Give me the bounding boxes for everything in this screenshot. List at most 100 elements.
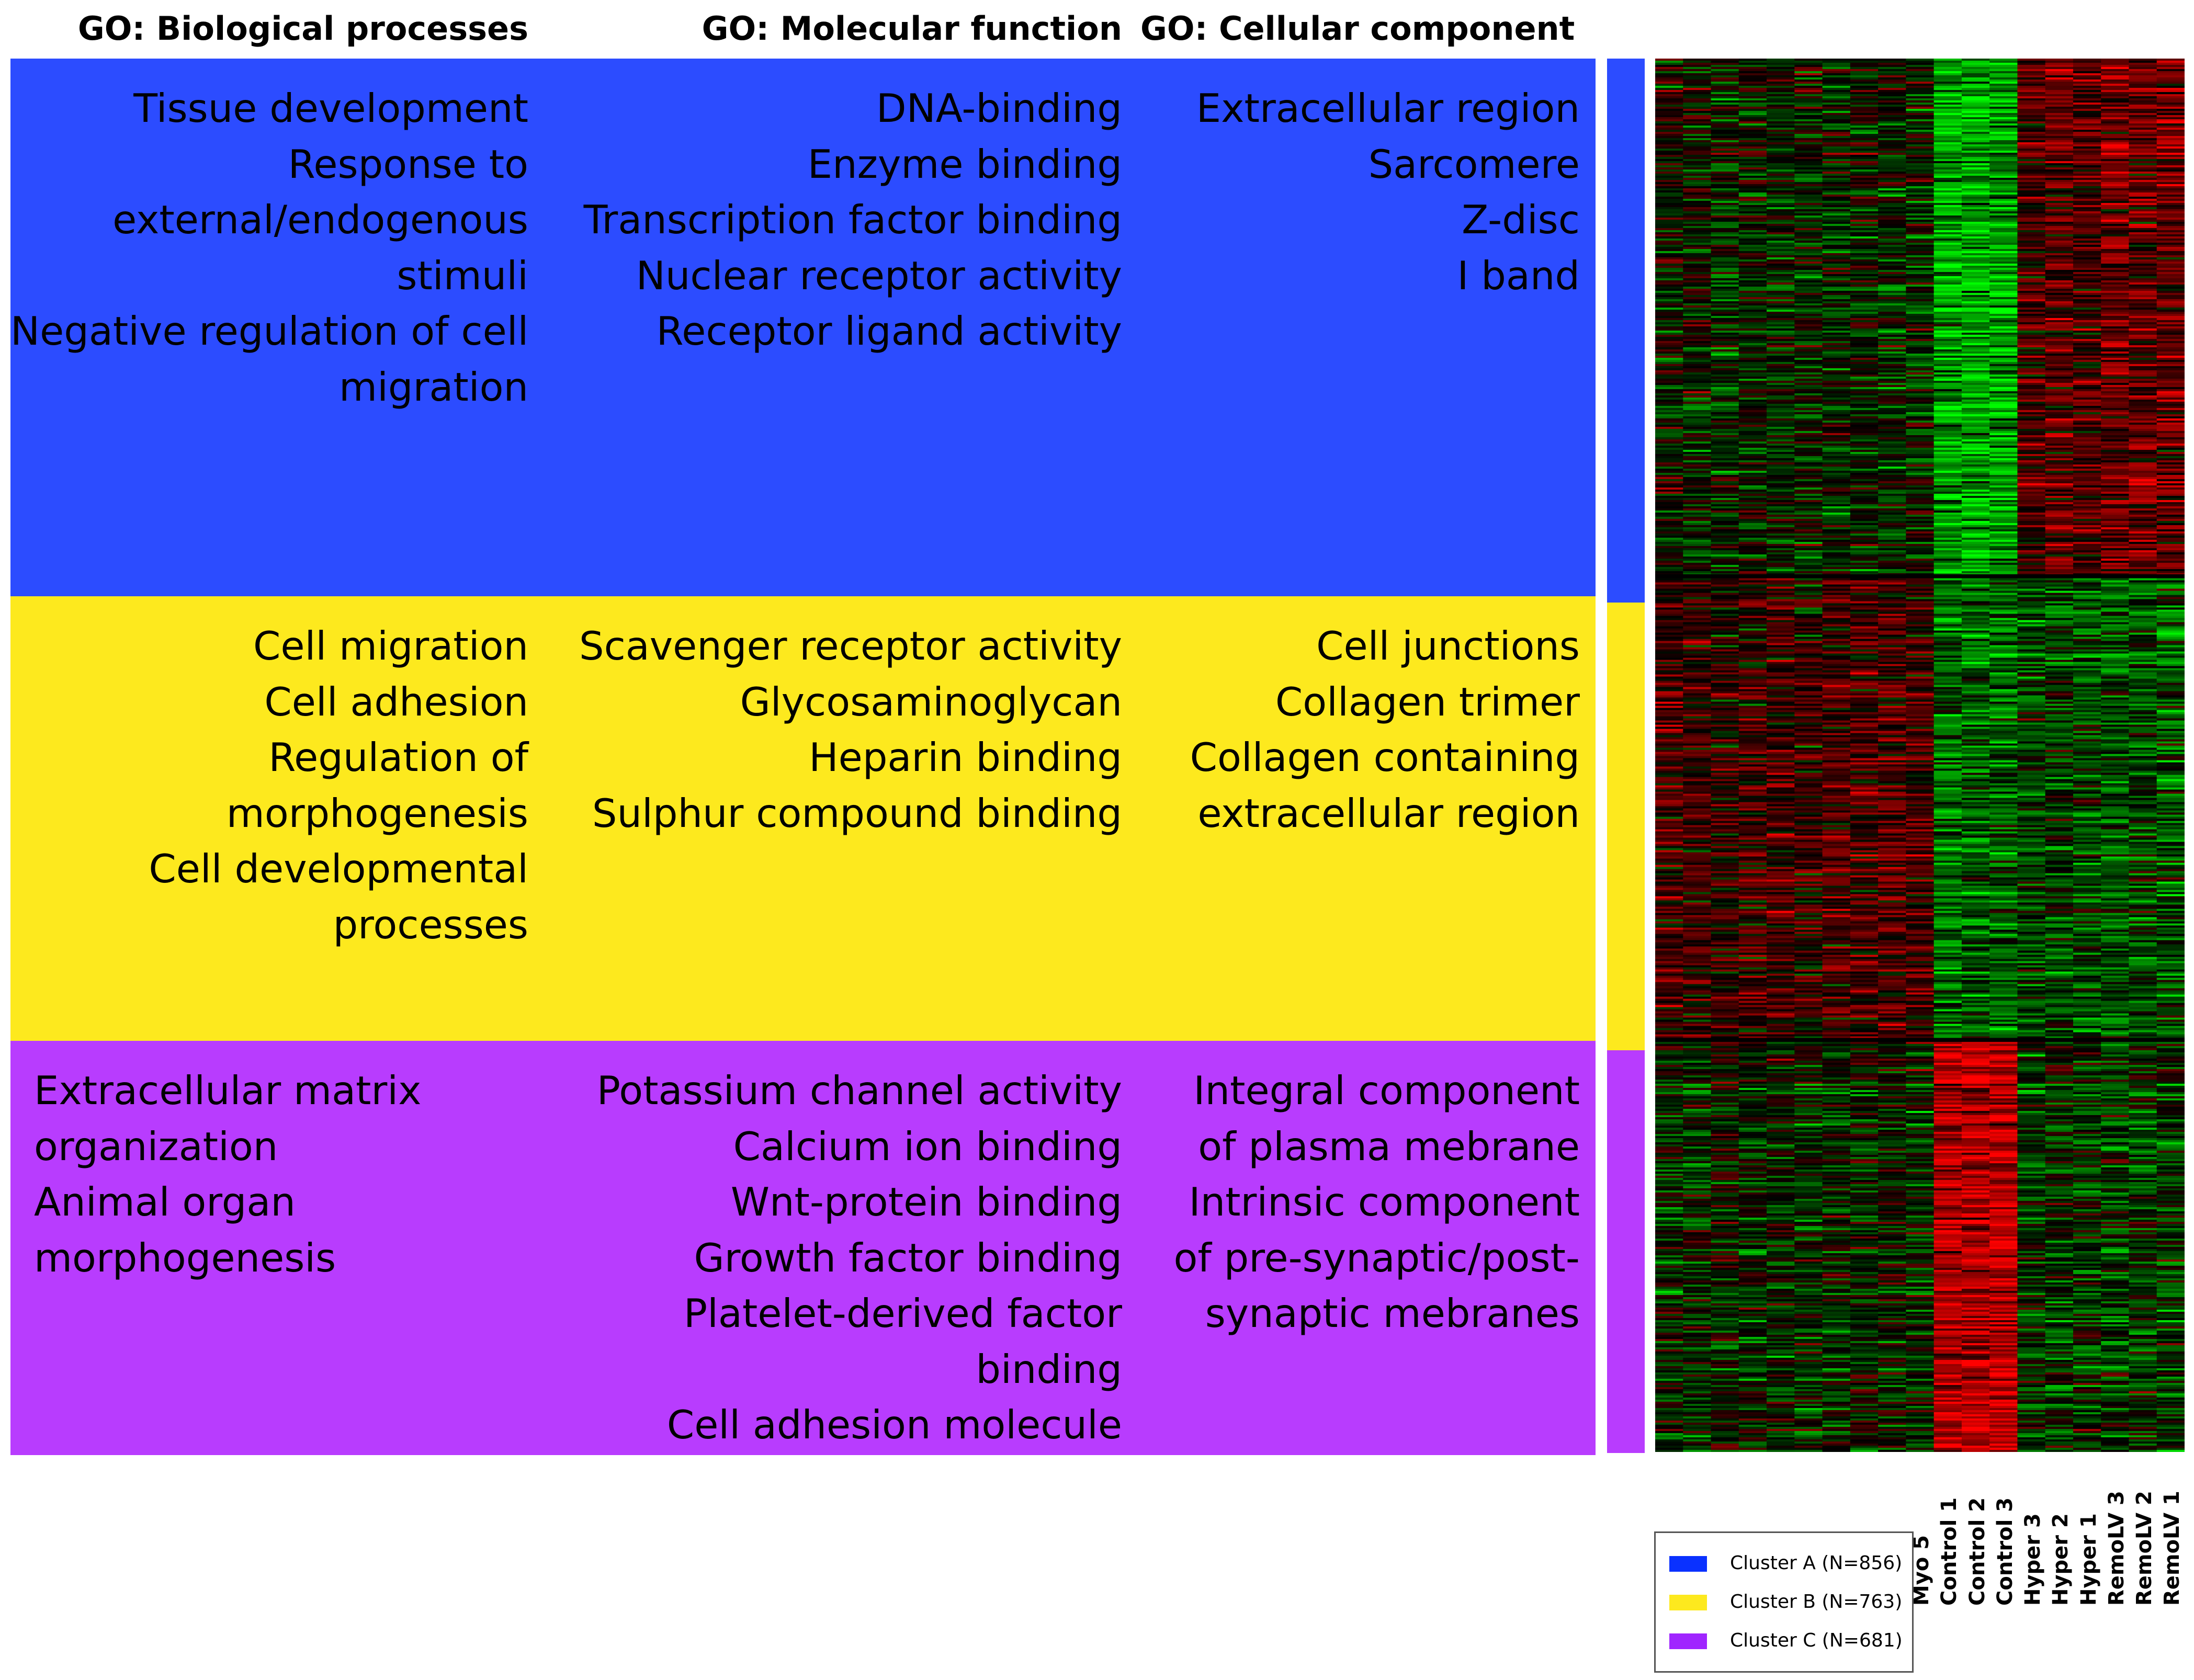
heatmap-cell xyxy=(2101,483,2130,486)
heatmap-cell xyxy=(1767,291,1795,293)
heatmap-cell xyxy=(1767,272,1795,275)
heatmap-cell xyxy=(1822,80,1851,82)
heatmap-cell xyxy=(1989,563,2018,565)
heatmap-cell xyxy=(1738,157,1767,160)
heatmap-cell xyxy=(1989,59,2018,61)
heatmap-cell xyxy=(1906,75,1935,78)
heatmap-cell xyxy=(2129,538,2157,540)
heatmap-cell xyxy=(1850,318,1879,321)
heatmap-cell xyxy=(2073,540,2101,542)
heatmap-cell xyxy=(1989,467,2018,469)
heatmap-cell xyxy=(2101,188,2130,191)
heatmap-cell xyxy=(1878,414,1906,417)
heatmap-cell xyxy=(1906,569,1935,572)
heatmap-cell xyxy=(2129,573,2157,574)
heatmap-cell xyxy=(1906,247,1935,249)
heatmap-cell xyxy=(1961,408,1990,411)
heatmap-cell xyxy=(2129,71,2157,74)
heatmap-cell xyxy=(1738,333,1767,335)
heatmap-cell xyxy=(1933,471,1962,473)
heatmap-cell xyxy=(1655,203,1683,206)
heatmap-cell xyxy=(1878,393,1906,396)
heatmap-cell xyxy=(2045,498,2074,501)
heatmap-cell xyxy=(1683,385,1712,388)
heatmap-cell xyxy=(2101,456,2130,459)
heatmap-cell xyxy=(2129,546,2157,549)
heatmap-cell xyxy=(2101,580,2130,583)
heatmap-cell xyxy=(1989,130,2018,132)
heatmap-cell xyxy=(1933,197,1962,199)
heatmap-cell xyxy=(1906,408,1935,411)
heatmap-cell xyxy=(1989,295,2018,298)
heatmap-cell xyxy=(1989,439,2018,442)
heatmap-cell xyxy=(2101,299,2130,302)
heatmap-cell xyxy=(1738,368,1767,371)
heatmap-cell xyxy=(1767,591,1795,593)
heatmap-cell xyxy=(1711,418,1739,421)
heatmap-cell xyxy=(2156,362,2185,365)
heatmap-cell xyxy=(1767,218,1795,220)
heatmap-cell xyxy=(1738,362,1767,365)
heatmap-cell xyxy=(1767,228,1795,231)
heatmap-cell xyxy=(2129,266,2157,268)
heatmap-cell xyxy=(1822,109,1851,111)
heatmap-cell xyxy=(2017,492,2046,494)
heatmap-cell xyxy=(1878,165,1906,168)
heatmap-cell xyxy=(1738,458,1767,461)
heatmap-cell xyxy=(2156,485,2185,488)
heatmap-cell xyxy=(2017,515,2046,517)
heatmap-cell xyxy=(1961,251,1990,254)
heatmap-cell xyxy=(1794,241,1823,243)
heatmap-cell xyxy=(1961,278,1990,281)
heatmap-cell xyxy=(1794,410,1823,413)
heatmap-cell xyxy=(1655,230,1683,233)
heatmap-cell xyxy=(2017,389,2046,392)
heatmap-cell xyxy=(1933,98,1962,101)
heatmap-cell xyxy=(2101,387,2130,390)
heatmap-cell xyxy=(1850,228,1879,231)
heatmap-cell xyxy=(2073,205,2101,208)
heatmap-cell xyxy=(1933,519,1962,521)
heatmap-cell xyxy=(1989,251,2018,254)
heatmap-cell xyxy=(1906,508,1935,511)
heatmap-cell xyxy=(1767,266,1795,268)
heatmap-cell xyxy=(1961,406,1990,408)
heatmap-cell xyxy=(1878,335,1906,337)
heatmap-cell xyxy=(2045,446,2074,448)
heatmap-cell xyxy=(2156,293,2185,296)
heatmap-cell xyxy=(1738,479,1767,482)
heatmap-cell xyxy=(1878,580,1906,583)
heatmap-cell xyxy=(2073,228,2101,231)
heatmap-cell xyxy=(1961,178,1990,180)
heatmap-cell xyxy=(1878,209,1906,212)
heatmap-cell xyxy=(1767,259,1795,262)
heatmap-cell xyxy=(1794,249,1823,252)
heatmap-cell xyxy=(1683,433,1712,436)
heatmap-cell xyxy=(1767,400,1795,402)
heatmap-cell xyxy=(1655,456,1683,459)
heatmap-cell xyxy=(1961,149,1990,151)
heatmap-cell xyxy=(1989,262,2018,264)
heatmap-cell xyxy=(1933,291,1962,293)
heatmap-cell xyxy=(2017,599,2046,601)
heatmap-cell xyxy=(1767,287,1795,289)
heatmap-cell xyxy=(1906,149,1935,151)
heatmap-cell xyxy=(1794,586,1823,589)
heatmap-cell xyxy=(2017,138,2046,141)
heatmap-cell xyxy=(2073,121,2101,124)
heatmap-cell xyxy=(1878,506,1906,509)
heatmap-cell xyxy=(2017,251,2046,254)
heatmap-cell xyxy=(1822,450,1851,452)
heatmap-cell xyxy=(1711,385,1739,388)
heatmap-cell xyxy=(2045,109,2074,111)
heatmap-cell xyxy=(1794,427,1823,429)
heatmap-cell xyxy=(1822,599,1851,601)
heatmap-cell xyxy=(1961,578,1990,581)
heatmap-cell xyxy=(1850,362,1879,365)
heatmap-cell xyxy=(1906,531,1935,534)
heatmap-cell xyxy=(2073,322,2101,325)
heatmap-cell xyxy=(2101,105,2130,107)
heatmap-cell xyxy=(1850,138,1879,141)
heatmap-cell xyxy=(1711,199,1739,201)
heatmap-cell xyxy=(2073,119,2101,122)
